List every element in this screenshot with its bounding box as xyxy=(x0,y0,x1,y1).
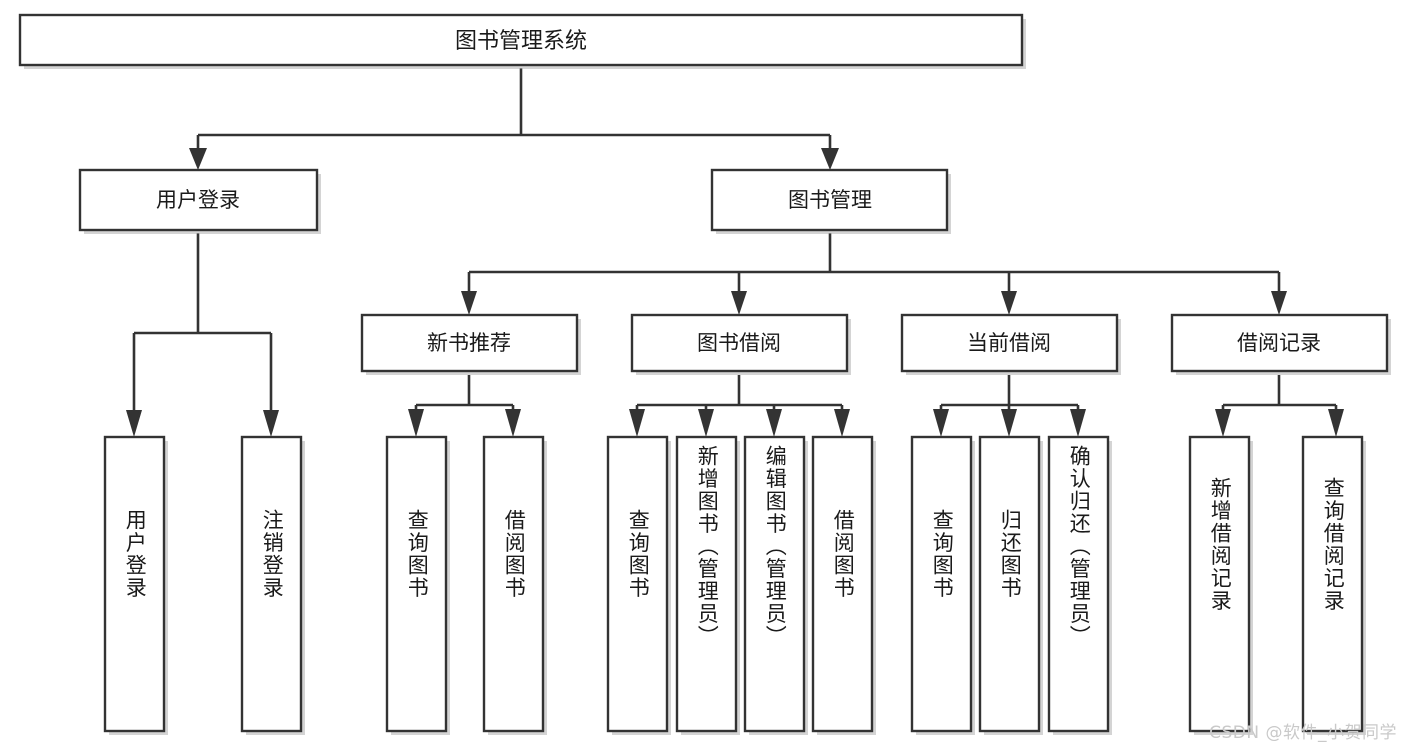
node-book-borrow-label: 图书借阅 xyxy=(697,331,781,355)
arrow-head-book-manage xyxy=(821,148,839,170)
leaf-boxes xyxy=(103,435,1366,735)
leaf-add-record-box[interactable] xyxy=(1188,435,1251,733)
leaf-borrow-book-2-box[interactable] xyxy=(811,435,874,733)
arrow-head-borrow-record xyxy=(1271,291,1287,315)
leaf-borrow-book-1-box[interactable] xyxy=(482,435,545,733)
node-new-book-rec[interactable]: 新书推荐 xyxy=(360,313,581,375)
arrow-head-user-login xyxy=(189,148,207,170)
arrow-head-leaf-query-book-1 xyxy=(408,409,424,437)
node-borrow-record-box[interactable] xyxy=(1170,313,1389,373)
node-root-label: 图书管理系统 xyxy=(455,29,587,54)
node-user-login-label: 用户登录 xyxy=(156,188,240,212)
arrow-head-leaf-return-book xyxy=(1001,409,1017,437)
arrow-head-leaf-logout xyxy=(263,410,279,437)
arrow-head-leaf-add-record xyxy=(1215,409,1231,437)
arrow-head-leaf-query-record xyxy=(1328,409,1344,437)
arrow-head-leaf-user-login xyxy=(126,410,142,437)
arrow-head-leaf-edit-book xyxy=(766,409,782,437)
leaf-user-login-box[interactable] xyxy=(103,435,166,733)
leaf-query-book-1-box[interactable] xyxy=(385,435,448,733)
node-user-login-box[interactable] xyxy=(78,168,319,232)
arrow-head-leaf-borrow-book-2 xyxy=(834,409,850,437)
leaf-confirm-return-box[interactable] xyxy=(1047,435,1110,733)
arrow-head-leaf-confirm-return xyxy=(1070,409,1086,437)
leaf-edit-book-box[interactable] xyxy=(743,435,806,733)
csdn-watermark: CSDN @软件_小贺同学 xyxy=(1209,723,1397,743)
node-new-book-rec-box[interactable] xyxy=(360,313,579,373)
node-borrow-record[interactable]: 借阅记录 xyxy=(1170,313,1391,375)
node-book-manage-box[interactable] xyxy=(710,168,949,232)
leaf-query-record-box[interactable] xyxy=(1301,435,1364,733)
leaf-query-book-2-box[interactable] xyxy=(606,435,669,733)
connector-layer xyxy=(126,68,1344,437)
node-new-book-rec-label: 新书推荐 xyxy=(427,331,511,355)
node-current-borrow[interactable]: 当前借阅 xyxy=(900,313,1121,375)
arrow-head-leaf-borrow-book-1 xyxy=(505,409,521,437)
arrow-head-book-borrow xyxy=(731,291,747,315)
node-user-login[interactable]: 用户登录 xyxy=(78,168,321,234)
arrow-head-leaf-query-book-2 xyxy=(629,409,645,437)
leaf-return-book-box[interactable] xyxy=(978,435,1041,733)
node-book-manage[interactable]: 图书管理 xyxy=(710,168,951,234)
node-book-borrow[interactable]: 图书借阅 xyxy=(630,313,851,375)
arrow-head-new-book-rec xyxy=(461,291,477,315)
arrow-head-leaf-query-book-3 xyxy=(933,409,949,437)
node-root-box[interactable] xyxy=(18,13,1024,67)
node-book-borrow-box[interactable] xyxy=(630,313,849,373)
leaf-query-book-3-box[interactable] xyxy=(910,435,973,733)
leaf-add-book-box[interactable] xyxy=(675,435,738,733)
node-book-manage-label: 图书管理 xyxy=(788,188,872,212)
node-current-borrow-label: 当前借阅 xyxy=(967,331,1051,355)
node-root[interactable]: 图书管理系统 xyxy=(18,13,1026,69)
arrow-head-current-borrow xyxy=(1001,291,1017,315)
node-current-borrow-box[interactable] xyxy=(900,313,1119,373)
node-borrow-record-label: 借阅记录 xyxy=(1237,331,1321,355)
leaf-logout-box[interactable] xyxy=(240,435,303,733)
arrow-head-leaf-add-book xyxy=(698,409,714,437)
